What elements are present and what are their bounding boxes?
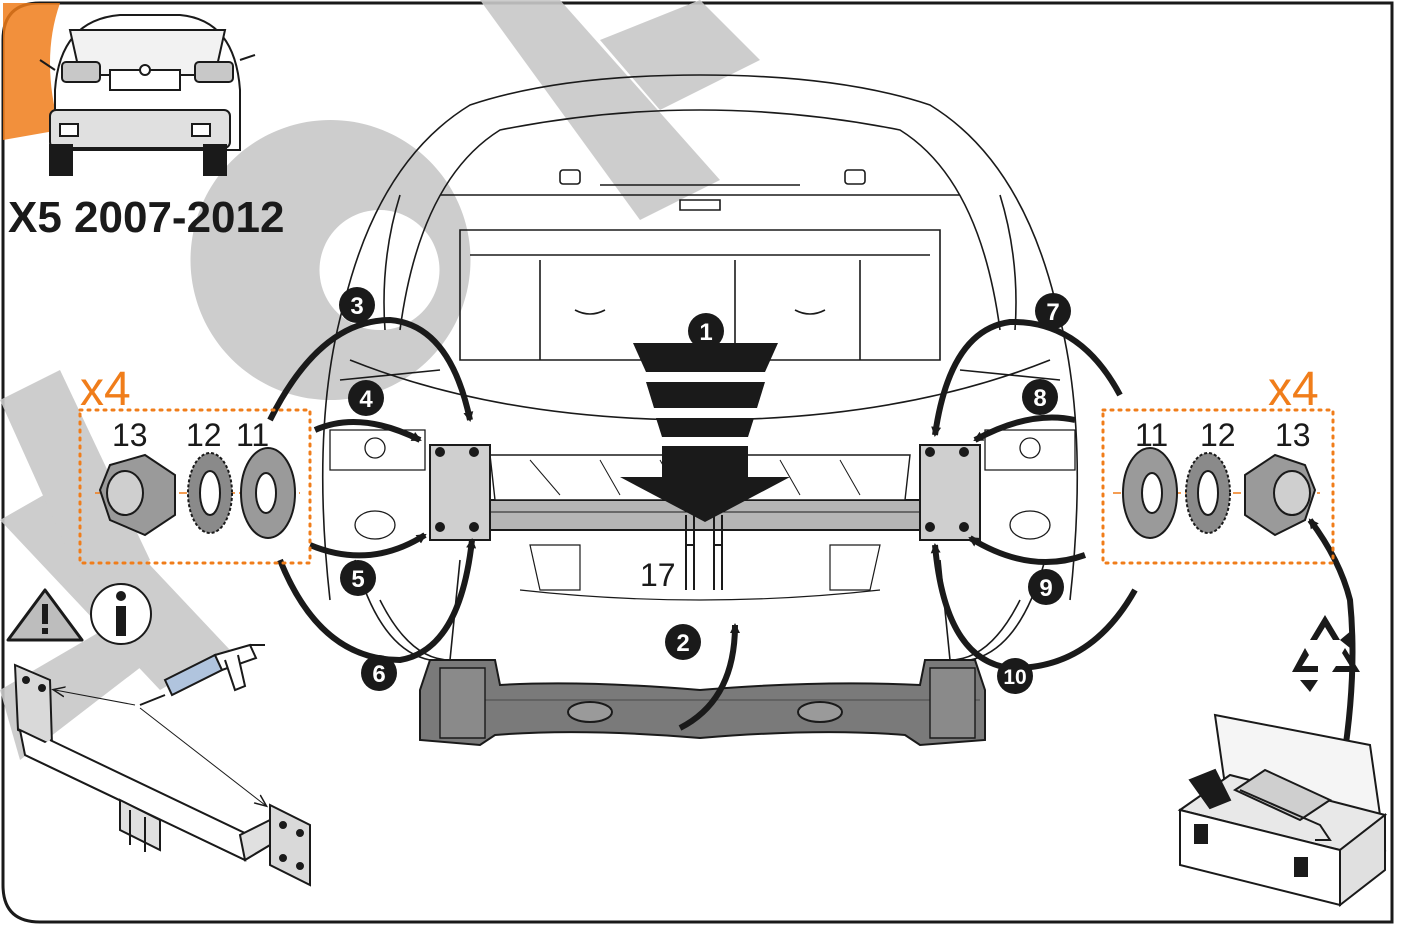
svg-text:4: 4 <box>359 386 373 413</box>
recycle-icon <box>1292 615 1360 692</box>
removal-arrow <box>620 343 790 522</box>
part-label-right-11: 11 <box>1135 417 1168 453</box>
arrow-step-7 <box>931 318 1123 437</box>
svg-text:3: 3 <box>350 293 363 320</box>
lock-washer-left <box>187 452 233 534</box>
flat-washer-right <box>1122 447 1178 539</box>
tow-bar-frame <box>13 663 311 887</box>
info-icon <box>90 583 152 645</box>
step-badge-4: 4 <box>348 380 384 416</box>
left-mount-plate <box>329 429 491 541</box>
svg-text:6: 6 <box>372 661 385 688</box>
left-hardware-group <box>78 408 312 565</box>
step-badge-1: 1 <box>688 313 724 349</box>
step-arrows <box>267 316 1356 831</box>
part-label-left-11: 11 <box>236 417 269 453</box>
step-badge-9: 9 <box>1028 569 1064 605</box>
step-badge-10: 10 <box>997 658 1033 694</box>
step-badge-7: 7 <box>1035 293 1071 329</box>
arrow-step-5 <box>308 532 427 559</box>
step-badges: 1 2 3 4 5 6 7 8 9 10 <box>339 287 1071 694</box>
part-label-right-12: 12 <box>1200 417 1236 453</box>
part-label-left-12: 12 <box>186 417 222 453</box>
part-label-left-13: 13 <box>112 417 148 453</box>
bumper-beam <box>419 659 986 747</box>
lock-washer-right <box>1185 452 1231 534</box>
multiplier-right: x4 <box>1268 363 1319 416</box>
step-badge-2: 2 <box>665 624 701 660</box>
step-badge-5: 5 <box>340 560 376 596</box>
arrow-step-6 <box>277 538 477 664</box>
svg-text:9: 9 <box>1039 575 1052 602</box>
svg-text:10: 10 <box>1003 666 1026 689</box>
arrow-step-9 <box>968 535 1087 565</box>
svg-text:7: 7 <box>1046 299 1059 326</box>
svg-text:1: 1 <box>699 319 712 346</box>
step-badge-6: 6 <box>361 655 397 691</box>
multiplier-left: x4 <box>80 363 131 416</box>
right-hardware-group <box>1101 408 1335 565</box>
step-badge-3: 3 <box>339 287 375 323</box>
svg-text:2: 2 <box>676 630 689 657</box>
sealant-gun-icon <box>139 643 265 706</box>
step-badge-8: 8 <box>1022 379 1058 415</box>
flat-washer-left <box>240 447 296 539</box>
svg-text:8: 8 <box>1033 385 1046 412</box>
arrow-step-3 <box>267 316 474 422</box>
part-label-right-13: 13 <box>1275 417 1311 453</box>
car-rear-thumbnail <box>39 14 256 176</box>
arrow-step-8 <box>973 414 1076 443</box>
arrow-step-4 <box>313 419 422 443</box>
part-label-17: 17 <box>640 557 676 593</box>
warning-icon <box>6 588 84 642</box>
svg-text:5: 5 <box>351 566 364 593</box>
toolbox-icon <box>1177 713 1388 908</box>
vehicle-title: X5 2007-2012 <box>8 193 284 242</box>
sealant-lines <box>55 690 265 805</box>
right-mount-plate <box>919 429 1076 541</box>
corner-tab <box>3 3 60 140</box>
part-17-bracket <box>685 515 723 590</box>
arrow-step-2 <box>678 623 740 731</box>
